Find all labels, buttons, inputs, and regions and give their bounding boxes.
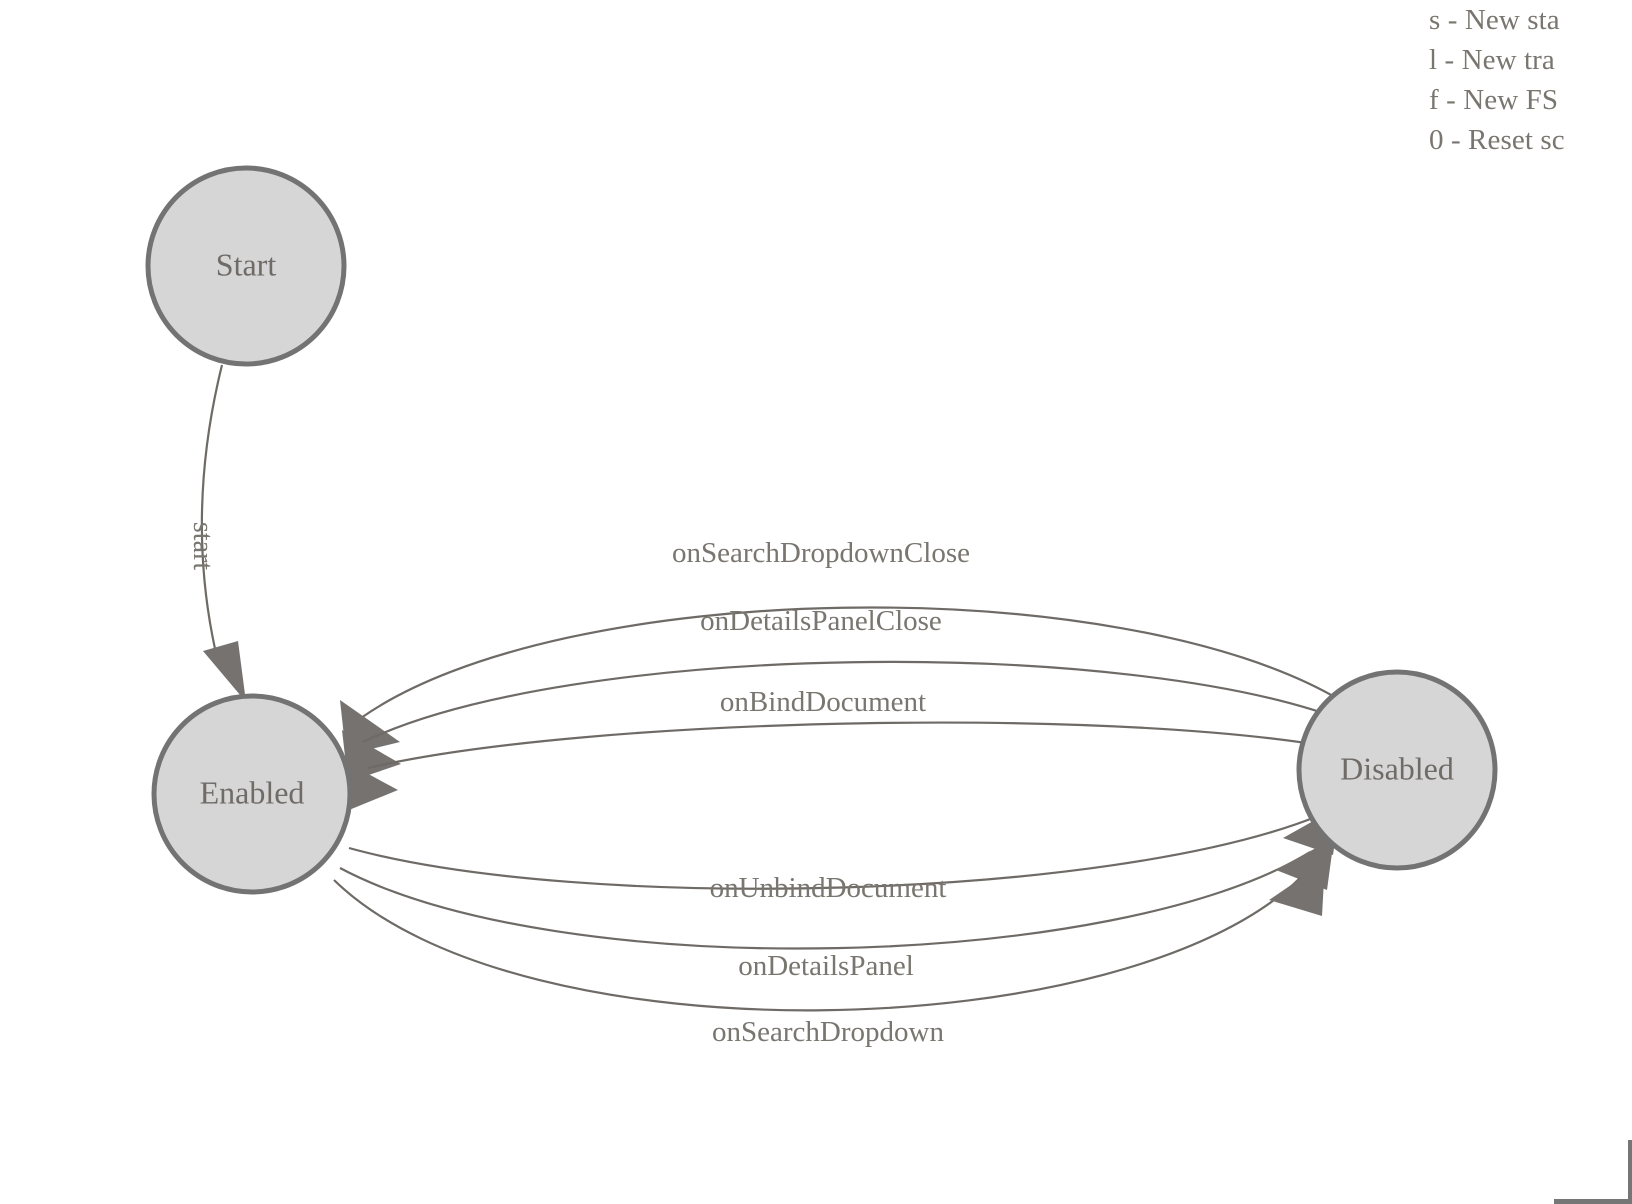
state-node-enabled-circle[interactable] [151, 693, 353, 895]
state-node-disabled-circle[interactable] [1296, 669, 1498, 871]
legend-line-new-fsm: f - New FS [1429, 84, 1559, 116]
state-node-start[interactable]: Start [145, 165, 347, 367]
transition-on-details-panel-close-label: onDetailsPanelClose [700, 605, 942, 637]
state-node-enabled-label: Enabled [200, 774, 305, 810]
transition-on-search-dropdown-path[interactable] [333, 877, 1301, 1012]
transition-on-search-dropdown-close-label: onSearchDropdownClose [672, 537, 970, 569]
transition-start-label: start [187, 522, 218, 570]
transition-on-bind-document-label: onBindDocument [720, 686, 926, 718]
transition-on-search-dropdown[interactable]: onSearchDropdown [333, 862, 1325, 1048]
transition-on-bind-document[interactable]: onBindDocument [346, 686, 1358, 810]
transition-on-unbind-document-label: onUnbindDocument [710, 872, 947, 904]
transition-on-unbind-document-path[interactable] [348, 814, 1319, 890]
transition-on-details-panel-close-path[interactable] [362, 660, 1349, 743]
state-node-start-label: Start [216, 246, 277, 282]
transition-on-bind-document-path[interactable] [367, 721, 1358, 770]
transition-on-search-dropdown-label: onSearchDropdown [712, 1016, 944, 1048]
transition-on-bind-document-arrowhead [346, 762, 398, 810]
transition-start-edge-path[interactable] [200, 364, 224, 663]
state-node-disabled[interactable]: Disabled [1296, 669, 1498, 871]
transition-on-details-panel-label: onDetailsPanel [738, 950, 914, 982]
legend-line-reset-scale: 0 - Reset sc [1429, 124, 1565, 156]
legend-line-new-state: s - New sta [1429, 4, 1560, 36]
transition-on-search-dropdown-close[interactable]: onSearchDropdownClose [340, 537, 1341, 755]
transition-on-details-panel[interactable]: onDetailsPanel [339, 838, 1334, 982]
state-node-start-circle[interactable] [145, 165, 347, 367]
transition-on-unbind-document[interactable]: onUnbindDocument [348, 806, 1340, 904]
transition-on-search-dropdown-arrowhead [1269, 862, 1325, 916]
transition-on-search-dropdown-close-path[interactable] [360, 606, 1341, 719]
state-node-disabled-label: Disabled [1340, 750, 1454, 786]
state-node-enabled[interactable]: Enabled [151, 693, 353, 895]
transition-on-details-panel-path[interactable] [339, 851, 1311, 950]
legend-line-new-transition: l - New tra [1429, 44, 1555, 76]
transition-start-arrowhead [203, 641, 246, 702]
keyboard-shortcut-legend: s - New sta l - New tra f - New FS 0 - R… [1429, 0, 1632, 160]
transition-start-to-enabled[interactable]: start [187, 364, 246, 702]
